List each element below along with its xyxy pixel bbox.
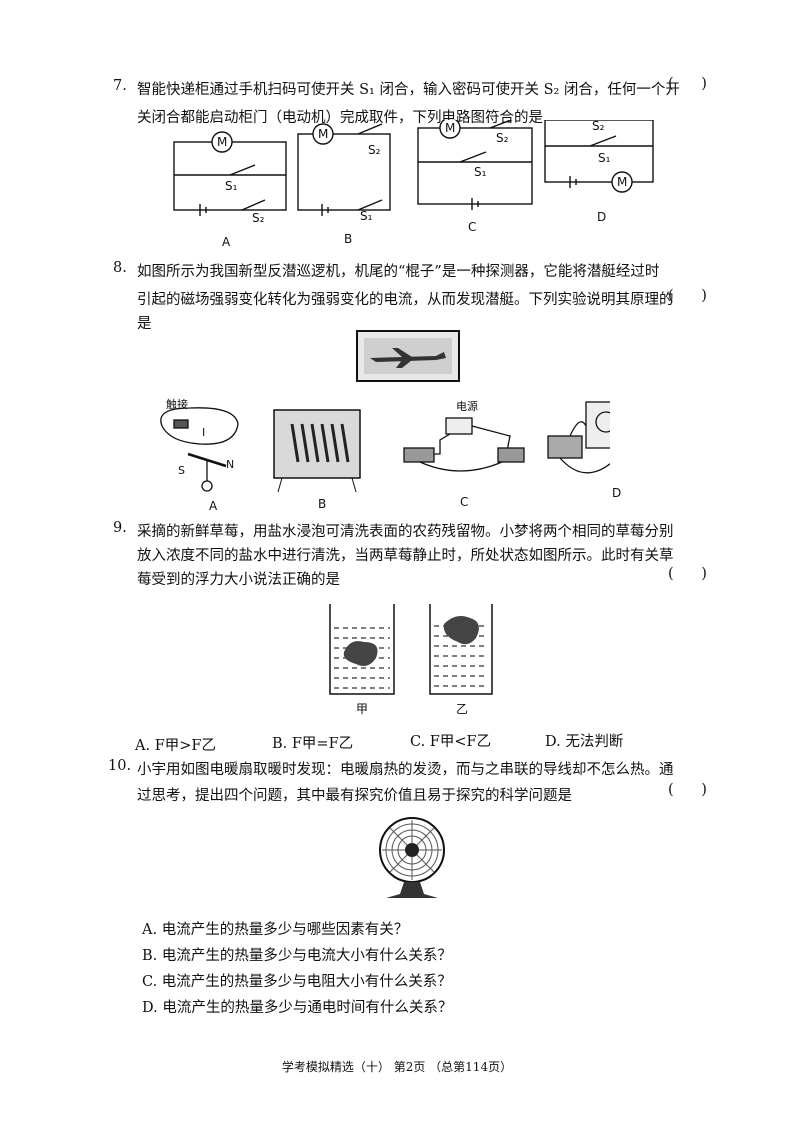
electric-heater-figure xyxy=(379,817,445,898)
circuit-c xyxy=(417,120,533,210)
motor-label-c: M xyxy=(445,121,455,135)
cup-label-jia: 甲 xyxy=(356,702,369,716)
circuit-a xyxy=(173,131,287,216)
cup-yi xyxy=(429,604,493,695)
strawberry-jia xyxy=(343,641,378,666)
s1-label-d: S₁ xyxy=(598,151,611,165)
q10-choice-d: D. 电流产生的热量多少与通电时间有什么关系？ xyxy=(142,1000,453,1016)
q7-stem-line1: 智能快递柜通过手机扫码可使开关 S₁ 闭合，输入密码可使开关 S₂ 闭合，任何一… xyxy=(137,82,680,98)
q10-number: 10. xyxy=(108,758,132,774)
q8-stem-line1: 如图所示为我国新型反潜巡逻机，机尾的“棍子”是一种探测器，它能将潜艇经过时 xyxy=(137,264,660,280)
south-label: S xyxy=(178,464,185,477)
cup-label-yi: 乙 xyxy=(456,702,469,716)
q10-choice-c: C. 电流产生的热量多少与电阻大小有什么关系？ xyxy=(142,974,452,990)
touch-label: 触接 xyxy=(166,397,188,411)
q9-choice-a: A. F甲>F乙 xyxy=(135,738,216,754)
north-label: N xyxy=(226,458,234,471)
motor-label-d: M xyxy=(617,175,627,189)
q9-stem-line3: 莓受到的浮力大小说法正确的是 xyxy=(137,572,340,588)
motor-label-b: M xyxy=(318,127,328,141)
s2-label-b: S₂ xyxy=(368,143,381,157)
q7-option-a: A xyxy=(222,235,231,249)
q10-stem-line2: 过思考，提出四个问题，其中最有探究价值且易于探究的科学问题是 xyxy=(137,788,572,804)
q10-choice-b: B. 电流产生的热量多少与电流大小有什么关系？ xyxy=(142,948,452,964)
circuit-d xyxy=(544,120,654,193)
s2-label-d: S₂ xyxy=(592,120,605,133)
strawberry-yi xyxy=(443,616,479,645)
s1-label-c: S₁ xyxy=(474,165,487,179)
q7-number: 7. xyxy=(113,78,127,94)
q9-stem-line2: 放入浓度不同的盐水中进行清洗，当两草莓静止时，所处状态如图所示。此时有关草 xyxy=(137,548,674,564)
cup-jia xyxy=(329,604,395,695)
q8-stem-line3: 是 xyxy=(137,316,152,332)
q10-choice-a: A. 电流产生的热量多少与哪些因素有关？ xyxy=(142,922,409,938)
s2-label-a: S₂ xyxy=(252,211,265,225)
q8-option-c: C xyxy=(460,495,469,509)
s1-label-b: S₁ xyxy=(360,209,373,223)
q7-option-c: C xyxy=(468,220,477,234)
motor-experiment xyxy=(403,417,525,472)
q9-cups-figure xyxy=(329,604,493,695)
q9-stem-line1: 采摘的新鲜草莓，用盐水浸泡可清洗表面的农药残留物。小梦将两个相同的草莓分别 xyxy=(137,524,674,540)
circuit-b xyxy=(297,123,391,216)
q8-answer-blank: ( ) xyxy=(668,288,707,304)
q10-stem-line1: 小宇用如图电暖扇取暖时发现：电暖扇热的发烫，而与之串联的导线却不怎么热。通 xyxy=(137,762,674,778)
power-label: 电源 xyxy=(456,399,478,413)
q8-number: 8. xyxy=(113,260,127,276)
q8-option-b: B xyxy=(318,497,327,511)
q8-option-a: A xyxy=(209,499,218,513)
iron-filings-figure xyxy=(273,409,361,493)
q9-choice-b: B. F甲=F乙 xyxy=(272,736,354,752)
q7-option-b: B xyxy=(344,232,353,246)
q10-answer-blank: ( ) xyxy=(668,782,707,798)
s1-label-a: S₁ xyxy=(225,179,238,193)
q7-option-d: D xyxy=(597,210,607,224)
s2-label-c: S₂ xyxy=(496,131,509,145)
oersted-experiment xyxy=(160,407,239,492)
current-label: I xyxy=(202,426,205,439)
q9-choice-d: D. 无法判断 xyxy=(545,734,624,750)
q8-stem-line2: 引起的磁场强弱变化转化为强弱变化的电流，从而发现潜艇。下列实验说明其原理的 xyxy=(137,292,674,308)
q7-answer-blank: ( ) xyxy=(668,76,707,92)
patrol-aircraft-photo xyxy=(356,330,460,382)
q7-circuit-figures: M S₁ S₂ M S₂ S₁ M S₂ S₁ S₂ S₁ M xyxy=(173,120,654,225)
q8-option-d: D xyxy=(612,486,622,500)
q9-number: 9. xyxy=(113,520,127,536)
q9-answer-blank: ( ) xyxy=(668,566,707,582)
q9-choice-c: C. F甲<F乙 xyxy=(410,734,492,750)
motor-label-a: M xyxy=(217,135,227,149)
generator-experiment xyxy=(547,401,610,474)
page-footer: 学考模拟精选（十） 第2页 （总第114页） xyxy=(281,1060,513,1074)
q8-experiment-figures: 触接 I S N 电源 xyxy=(160,397,610,493)
